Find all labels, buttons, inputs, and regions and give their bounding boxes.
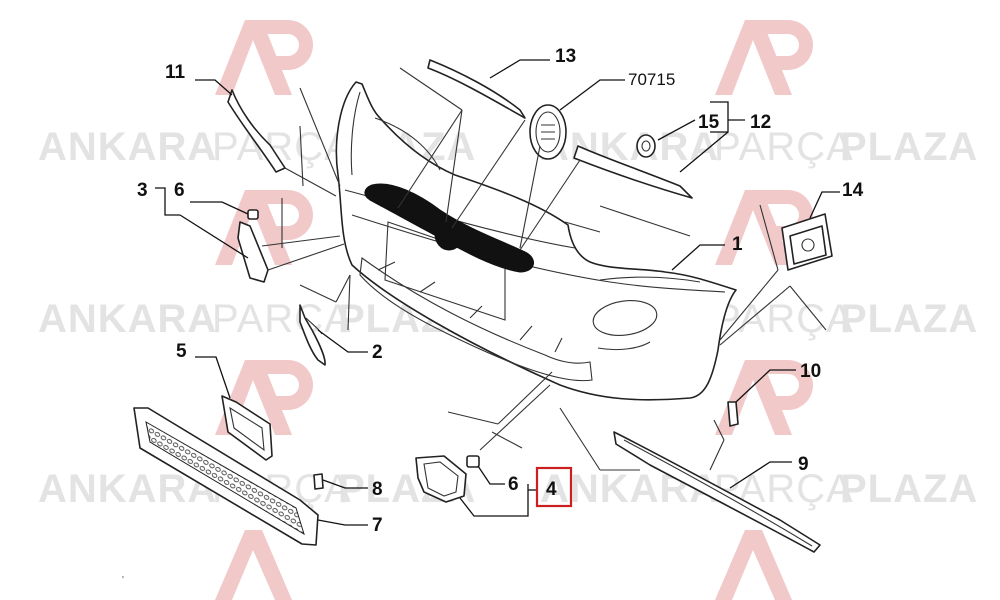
label-part-5: 5: [176, 341, 187, 362]
corner-mark: ': [122, 575, 124, 586]
label-part-15: 15: [698, 112, 720, 133]
fiat-emblem: [529, 104, 567, 160]
watermark-logo-icon: [215, 360, 313, 435]
watermark-word: PLAZA: [840, 297, 978, 341]
label-part-14: 14: [842, 180, 864, 201]
label-part-13: 13: [555, 46, 576, 67]
watermark-word: PARÇA: [212, 297, 352, 341]
label-part-10: 10: [800, 361, 821, 382]
watermark-word: PLAZA: [840, 125, 978, 169]
highlight-box[interactable]: [535, 466, 573, 508]
upper-trim-strip: [427, 59, 526, 119]
watermark-word: ANKARA: [38, 297, 217, 341]
watermark-word: PLAZA: [840, 467, 978, 511]
clip-fastener: [636, 134, 656, 158]
side-cover-panel: [237, 209, 269, 283]
lower-grille-mesh: [133, 407, 319, 546]
mounting-bracket: [781, 213, 833, 271]
watermark-logos: [215, 20, 813, 600]
watermark-word: PARÇA: [714, 125, 854, 169]
leader-lines: [155, 59, 840, 526]
watermark-logo-icon: [715, 190, 813, 265]
label-part-1: 1: [732, 234, 743, 255]
watermark-row-1: ANKARA PARÇA PLAZA ANKARA PARÇA PLAZA: [38, 125, 978, 169]
label-part-code: 70715: [628, 70, 675, 89]
label-part-12: 12: [750, 112, 771, 133]
label-part-6: 6: [174, 180, 185, 201]
chrome-moustache-trim: [573, 145, 693, 199]
watermark-word: ANKARA: [540, 125, 719, 169]
retaining-clip: [727, 401, 739, 427]
watermark-logo-icon: [215, 20, 313, 95]
watermark-word: ANKARA: [38, 125, 217, 169]
label-part-4[interactable]: 4: [546, 479, 557, 500]
watermark-logo-icon: [215, 530, 292, 600]
front-bumper: [335, 81, 737, 401]
lower-side-bracket: [299, 304, 326, 366]
label-part-9: 9: [798, 454, 809, 475]
label-part-8: 8: [372, 479, 383, 500]
watermark-logo-icon: [215, 190, 313, 265]
watermark-logo-icon: [715, 360, 813, 435]
watermark-logo-icon: [715, 530, 792, 600]
part-labels: 11 13 70715 15 12 14 1 3 6 2 5 8 7 6 10 …: [137, 46, 864, 536]
label-part-2: 2: [372, 342, 383, 363]
watermark-word: PARÇA: [714, 297, 854, 341]
label-part-6-lower: 6: [508, 474, 519, 495]
label-part-11: 11: [165, 62, 186, 83]
grille-insert: [221, 395, 273, 461]
fog-lamp-cover: [415, 455, 480, 503]
side-trim-strip: [227, 89, 286, 173]
watermark-logo-icon: [715, 20, 813, 95]
label-part-3: 3: [137, 180, 148, 201]
small-clip: [313, 473, 324, 490]
label-part-7: 7: [372, 515, 383, 536]
lower-trim-strip: [613, 431, 821, 553]
